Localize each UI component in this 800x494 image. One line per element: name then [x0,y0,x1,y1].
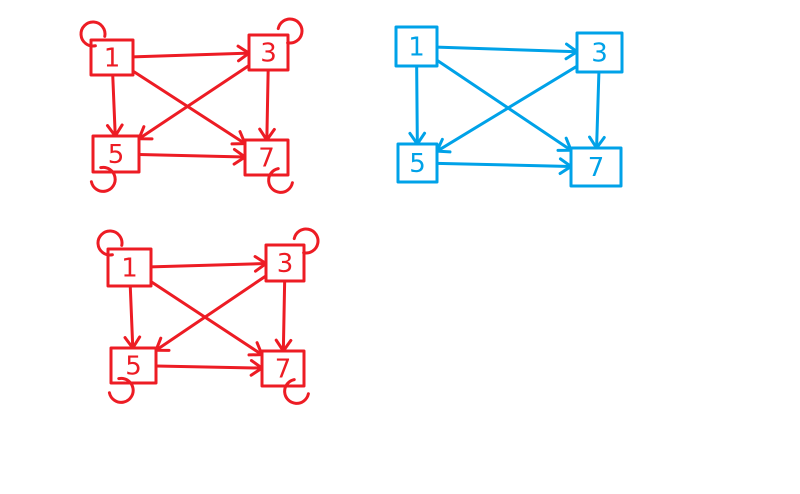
edge-1-to-5 [408,64,427,146]
self-loop-1 [79,20,107,48]
edge-line [154,274,268,352]
node-box [394,25,439,68]
node-label: 7 [258,144,275,174]
edge-line [595,70,601,150]
node-box [569,146,623,188]
edge-line [154,364,264,370]
node-3: 3 [575,31,624,74]
node-1: 1 [79,20,135,77]
edge-line [137,153,247,159]
self-loop-7 [283,378,310,405]
self-loop-5 [89,165,117,193]
edge-3-to-7 [258,68,276,142]
edge-line [149,280,264,357]
node-label: 1 [408,33,425,63]
node-label: 5 [409,149,426,179]
node-5: 5 [107,346,158,404]
node-1: 1 [394,25,439,68]
edge-5-to-7 [154,359,264,377]
node-label: 3 [260,39,277,69]
edge-line [137,63,251,141]
edge-5-to-7 [435,157,573,176]
node-box [575,31,624,74]
edge-line [265,68,270,142]
edge-1-to-3 [149,255,268,273]
edge-line [111,73,117,138]
node-3: 3 [264,227,320,283]
edge-5-to-7 [137,147,247,166]
node-7: 7 [569,146,623,188]
self-loop-3 [276,17,304,45]
node-box [91,134,141,174]
self-loop-5 [107,376,135,404]
node-label: 1 [121,254,138,284]
edge-line [435,64,579,153]
node-label: 3 [591,39,608,69]
node-label: 1 [104,44,121,74]
graph-red-bottom: 1 3 5 7 [96,227,320,405]
edge-1-to-5 [123,284,142,350]
edge-line [435,58,573,152]
node-label: 7 [588,153,605,183]
edge-line [435,161,573,168]
edge-line [131,51,251,59]
node-5: 5 [89,134,141,193]
node-label: 5 [125,352,142,382]
node-box [89,38,135,77]
edge-line [149,262,268,269]
self-loop-3 [292,227,320,255]
self-loop-1 [96,229,124,257]
edge-3-to-7 [588,70,606,150]
edge-line [415,64,419,146]
edge-line [128,284,135,350]
node-label: 7 [275,355,292,385]
edge-1-to-3 [435,42,579,61]
graph-red-top: 1 3 5 7 [79,17,304,194]
node-label: 3 [277,249,294,279]
graph-blue: 1 3 5 7 [394,25,624,188]
node-box [247,33,290,72]
self-loop-7 [267,167,294,194]
edge-1-to-5 [105,73,124,138]
edge-line [131,69,247,146]
edge-3-to-7 [274,279,293,353]
node-1: 1 [96,229,153,288]
node-3: 3 [247,17,304,72]
node-5: 5 [396,142,439,184]
edge-line [281,279,287,353]
node-box [264,243,306,283]
node-label: 5 [108,140,125,170]
node-box [243,138,290,177]
node-box [396,142,439,184]
node-7: 7 [243,138,294,194]
edge-3-to-5 [137,63,251,141]
node-box [106,247,153,288]
node-7: 7 [260,349,310,405]
node-box [260,349,306,388]
edge-1-to-7 [435,58,573,152]
edge-1-to-3 [131,44,251,63]
edge-line [435,45,579,54]
edge-3-to-5 [154,274,268,352]
